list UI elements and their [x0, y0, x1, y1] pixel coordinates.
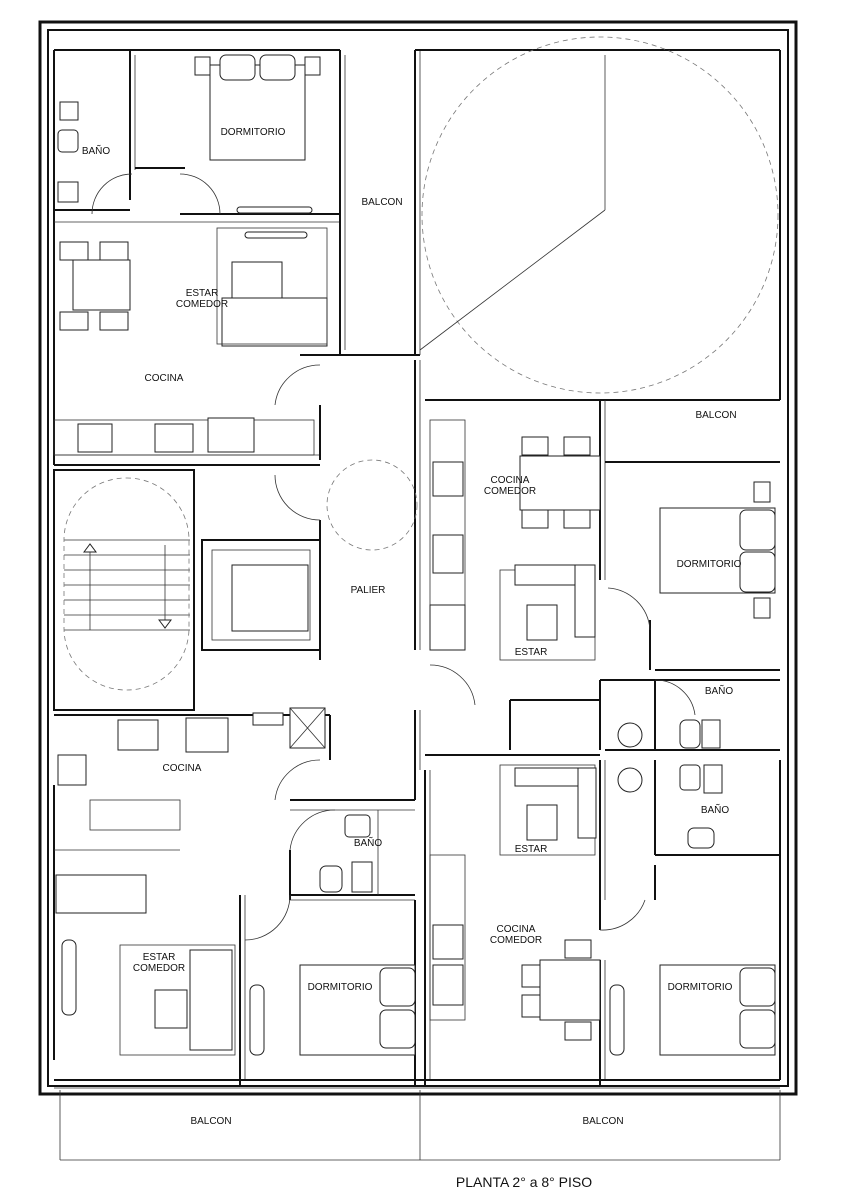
label-cocina-top: COCINA: [145, 373, 184, 384]
outer-walls: [38, 20, 798, 1096]
label-balcon-top: BALCON: [361, 197, 402, 208]
stair-treads: [64, 539, 190, 631]
label-bano-top: BAÑO: [82, 144, 111, 157]
label-bano-bottom-mid: BAÑO: [354, 836, 383, 849]
label-bano-mid-right: BAÑO: [705, 684, 734, 697]
label-balcon-bottom-right: BALCON: [582, 1116, 623, 1127]
label-palier: PALIER: [351, 585, 386, 596]
label-dormitorio-bottom-mid: DORMITORIO: [308, 982, 373, 993]
label-estar-bottom-mid: ESTAR: [515, 844, 548, 855]
label-dormitorio-bottom-right: DORMITORIO: [668, 982, 733, 993]
label-balcon-right: BALCON: [695, 410, 736, 421]
interior-walls: [53, 49, 781, 1161]
turning-circles: [63, 36, 779, 691]
label-bano-bottom-right: BAÑO: [701, 803, 730, 816]
door-swings: [91, 173, 696, 941]
label-dormitorio-top: DORMITORIO: [221, 127, 286, 138]
furniture: [53, 54, 776, 1056]
label-estar-mid: ESTAR: [515, 647, 548, 658]
label-cocina-bottom: COCINA: [163, 763, 202, 774]
plan-title: PLANTA 2° a 8° PISO: [456, 1174, 592, 1190]
label-balcon-bottom-left: BALCON: [190, 1116, 231, 1127]
label-dormitorio-right: DORMITORIO: [677, 559, 742, 570]
